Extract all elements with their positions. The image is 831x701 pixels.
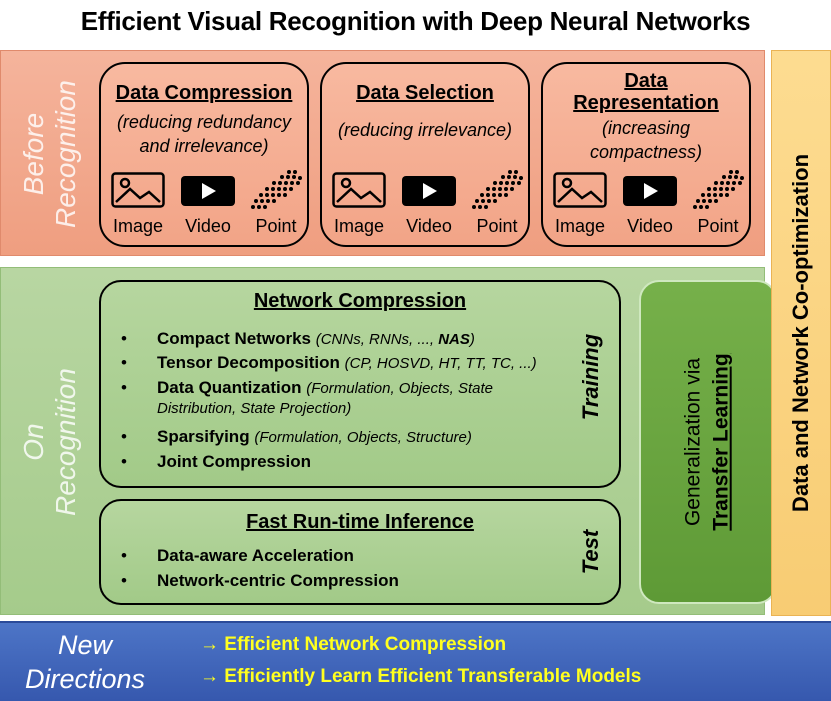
bullet-data-aware-acceleration: • Data-aware Acceleration (121, 545, 541, 567)
image-icon (553, 172, 607, 208)
network-compression-title: Network Compression (253, 290, 467, 312)
bullet-network-centric-compression: • Network-centric Compression (121, 570, 541, 592)
fast-inference-title: Fast Run-time Inference (246, 511, 474, 533)
video-icon (181, 176, 235, 206)
data-compression-box: Data Compression (reducing redundancy an… (99, 62, 309, 247)
test-label-wrap: Test (561, 530, 621, 574)
bullet-sparsifying: • Sparsifying (Formulation, Objects, Str… (121, 426, 571, 448)
direction-item-2: → Efficiently Learn Efficient Transferab… (200, 666, 642, 687)
image-label: Image (333, 216, 385, 236)
bullet-dot: • (121, 546, 127, 565)
data-representation-title-1: Data (624, 70, 668, 92)
point-label: Point (476, 216, 518, 236)
new-directions-label: New Directions (10, 628, 160, 696)
image-label: Image (112, 216, 164, 236)
diagram-title: Efficient Visual Recognition with Deep N… (80, 6, 751, 36)
compact-networks-detail-end: ) (469, 331, 475, 348)
point-cloud-icon (470, 170, 524, 210)
new-label-line1: New (57, 630, 112, 660)
video-label: Video (627, 216, 673, 236)
data-compression-subtitle-2: and irrelevance) (139, 136, 269, 156)
sparsifying-label: Sparsifying (157, 427, 250, 446)
video-icon (623, 176, 677, 206)
compact-networks-detail: (CNNs, RNNs, ..., (315, 331, 439, 348)
data-quantization-detail-line2: Distribution, State Projection) (157, 400, 352, 417)
bullet-joint-compression: • Joint Compression (121, 451, 571, 473)
bullet-compact-networks: • Compact Networks (CNNs, RNNs, ..., NAS… (121, 328, 571, 350)
transfer-line2: Transfer Learning (709, 353, 733, 531)
data-quantization-detail: (Formulation, Objects, State (306, 380, 493, 397)
bullet-dot: • (121, 378, 127, 397)
image-label: Image (554, 216, 606, 236)
training-label-wrap: Training (541, 334, 641, 420)
data-aware-acceleration-label: Data-aware Acceleration (157, 546, 354, 565)
point-cloud-icon (691, 170, 745, 210)
on-label-line1: On (18, 423, 49, 461)
data-representation-title-2: Representation (573, 92, 719, 114)
data-selection-subtitle: (reducing irrelevance) (337, 120, 513, 140)
bullet-tensor-decomposition: • Tensor Decomposition (CP, HOSVD, HT, T… (121, 352, 571, 374)
joint-compression-label: Joint Compression (157, 452, 311, 471)
direction-item-1: → Efficient Network Compression (200, 634, 507, 655)
image-icon (111, 172, 165, 208)
bullet-dot: • (121, 353, 127, 372)
bullet-dot: • (121, 427, 127, 446)
image-icon (332, 172, 386, 208)
network-compression-box: Network Compression • Compact Networks (… (99, 280, 621, 488)
data-representation-box: Data Representation (increasing compactn… (541, 62, 751, 247)
data-selection-box: Data Selection (reducing irrelevance) Im… (320, 62, 530, 247)
data-compression-subtitle-1: (reducing redundancy (116, 112, 292, 132)
bullet-dot: • (121, 329, 127, 348)
tensor-decomposition-detail: (CP, HOSVD, HT, TT, TC, ...) (344, 355, 537, 372)
data-representation-subtitle-1: (increasing (601, 118, 691, 138)
co-optimization-text-wrap: Data and Network Co-optimization (651, 154, 831, 512)
network-centric-compression-label: Network-centric Compression (157, 571, 399, 590)
compact-networks-label: Compact Networks (157, 329, 311, 348)
before-label-line1: Before (18, 112, 49, 196)
bullet-dot: • (121, 571, 127, 590)
on-label-line2: Recognition (50, 368, 81, 516)
bullet-dot: • (121, 452, 127, 471)
data-quantization-label: Data Quantization (157, 378, 302, 397)
tensor-decomposition-label: Tensor Decomposition (157, 353, 340, 372)
data-compression-title: Data Compression (115, 82, 293, 104)
fast-inference-box: Fast Run-time Inference • Data-aware Acc… (99, 499, 621, 605)
sparsifying-detail: (Formulation, Objects, Structure) (254, 429, 472, 446)
before-label-line2: Recognition (50, 80, 81, 228)
video-icon (402, 176, 456, 206)
data-selection-title: Data Selection (356, 82, 494, 104)
video-label: Video (406, 216, 452, 236)
point-label: Point (697, 216, 739, 236)
bullet-data-quantization: • Data Quantization (Formulation, Object… (121, 377, 571, 421)
data-representation-subtitle-2: compactness) (589, 142, 703, 162)
nas-label: NAS (438, 331, 470, 348)
co-optimization-label: Data and Network Co-optimization (788, 153, 813, 513)
video-label: Video (185, 216, 231, 236)
transfer-line1: Generalization via (681, 357, 705, 527)
test-label: Test (577, 529, 603, 575)
point-label: Point (255, 216, 297, 236)
new-directions-band (0, 621, 831, 701)
new-label-line2: Directions (24, 664, 146, 694)
point-cloud-icon (249, 170, 303, 210)
training-label: Training (577, 333, 603, 421)
